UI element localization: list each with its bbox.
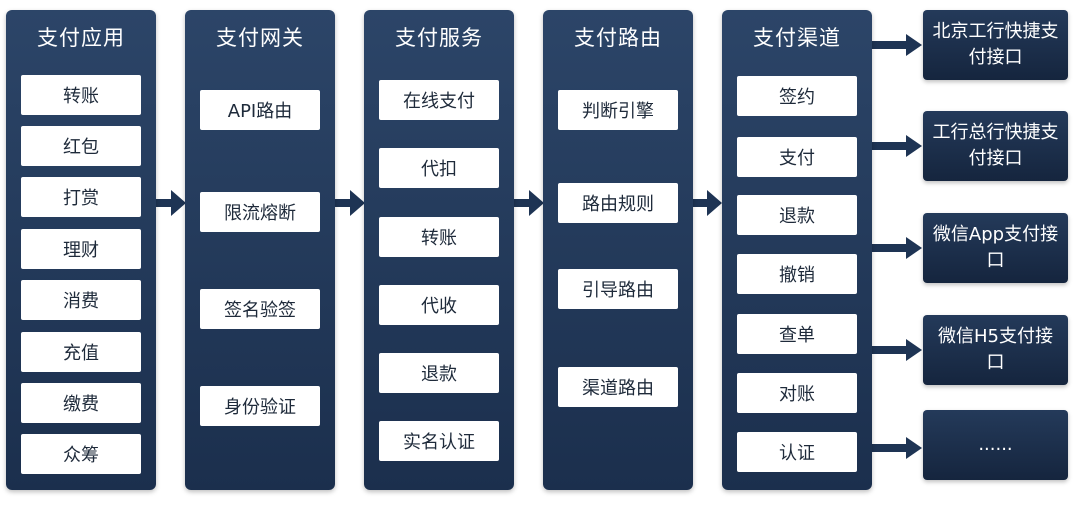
arrow-head-gateway-to-service: [350, 190, 365, 216]
item-auth[interactable]: 认证: [737, 432, 857, 472]
column-title: 支付服务: [395, 26, 483, 50]
item-crowdfunding[interactable]: 众筹: [21, 434, 141, 474]
arrow-routing-to-channel: [686, 199, 708, 207]
item-refund[interactable]: 退款: [379, 353, 499, 393]
column-payment-routing: 支付路由 判断引擎 路由规则 引导路由 渠道路由: [543, 10, 693, 490]
item-recharge[interactable]: 充值: [21, 332, 141, 372]
column-title: 支付应用: [37, 26, 125, 50]
column-payment-service: 支付服务 在线支付 代扣 转账 代收 退款 实名认证: [364, 10, 514, 490]
channel-label: 北京工行快捷支付接口: [932, 21, 1059, 68]
channel-label: 工行总行快捷支付接口: [932, 122, 1059, 169]
arrow-app-to-gateway: [150, 199, 172, 207]
item-api-routing[interactable]: API路由: [200, 90, 320, 130]
item-sign[interactable]: 签约: [737, 76, 857, 116]
column-title: 支付网关: [216, 26, 304, 50]
item-pay[interactable]: 支付: [737, 137, 857, 177]
item-identity[interactable]: 身份验证: [200, 386, 320, 426]
column-payment-gateway: 支付网关 API路由 限流熔断 签名验签 身份验证: [185, 10, 335, 490]
item-real-name[interactable]: 实名认证: [379, 421, 499, 461]
item-tip[interactable]: 打赏: [21, 177, 141, 217]
item-withhold[interactable]: 代扣: [379, 148, 499, 188]
arrow-service-to-routing: [508, 199, 530, 207]
item-cancel[interactable]: 撤销: [737, 254, 857, 294]
arrow-head-routing-to-channel: [707, 190, 722, 216]
channel-more[interactable]: ......: [923, 410, 1068, 480]
item-signature[interactable]: 签名验签: [200, 289, 320, 329]
item-bill-pay[interactable]: 缴费: [21, 383, 141, 423]
channel-label: 微信App支付接口: [932, 224, 1059, 271]
channel-label: 微信H5支付接口: [938, 326, 1053, 373]
item-transfer[interactable]: 转账: [379, 217, 499, 257]
item-refund[interactable]: 退款: [737, 195, 857, 235]
item-transfer[interactable]: 转账: [21, 75, 141, 115]
item-query-order[interactable]: 查单: [737, 314, 857, 354]
channel-wechat-app[interactable]: 微信App支付接口: [923, 213, 1068, 283]
arrow-head-service-to-routing: [529, 190, 544, 216]
arrow-head-app-to-gateway: [171, 190, 186, 216]
item-channel-routing[interactable]: 渠道路由: [558, 367, 678, 407]
arrow-gateway-to-service: [329, 199, 351, 207]
item-red-packet[interactable]: 红包: [21, 126, 141, 166]
item-judge-engine[interactable]: 判断引擎: [558, 90, 678, 130]
column-payment-app: 支付应用 转账 红包 打赏 理财 消费 充值 缴费 众筹: [6, 10, 156, 490]
channel-wechat-h5[interactable]: 微信H5支付接口: [923, 315, 1068, 385]
item-routing-rules[interactable]: 路由规则: [558, 183, 678, 223]
item-reconcile[interactable]: 对账: [737, 373, 857, 413]
column-title: 支付渠道: [753, 26, 841, 50]
item-consume[interactable]: 消费: [21, 280, 141, 320]
channel-bj-icbc-quick[interactable]: 北京工行快捷支付接口: [923, 10, 1068, 80]
item-rate-limit[interactable]: 限流熔断: [200, 192, 320, 232]
item-wealth[interactable]: 理财: [21, 229, 141, 269]
column-payment-channel: 支付渠道 签约 支付 退款 撤销 查单 对账 认证: [722, 10, 872, 490]
item-online-pay[interactable]: 在线支付: [379, 80, 499, 120]
item-guide-routing[interactable]: 引导路由: [558, 269, 678, 309]
column-title: 支付路由: [574, 26, 662, 50]
channel-icbc-hq-quick[interactable]: 工行总行快捷支付接口: [923, 111, 1068, 181]
channel-label: ......: [978, 434, 1013, 455]
item-collect[interactable]: 代收: [379, 285, 499, 325]
